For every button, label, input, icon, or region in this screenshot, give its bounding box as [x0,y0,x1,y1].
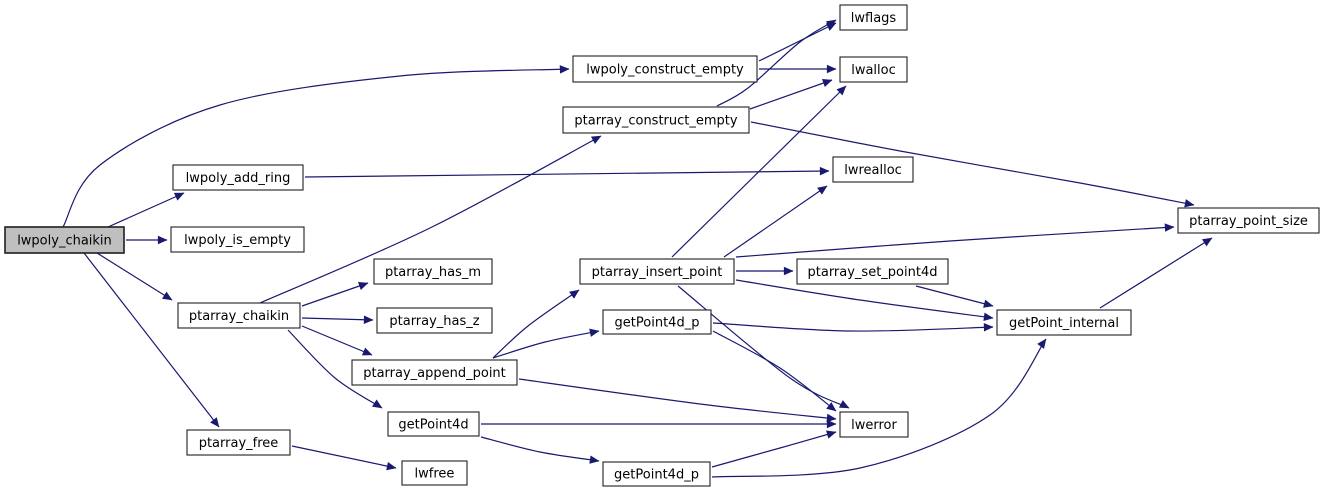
edge-ptarray_chaikin-to-ptarray_construct_empty [259,135,602,304]
node-label-getPoint4d_p_1: getPoint4d_p [615,316,700,331]
edge-getPoint_internal-to-ptarray_point_size [1099,237,1213,309]
node-lwalloc[interactable]: lwalloc [839,56,908,83]
node-label-ptarray_set_point4d: ptarray_set_point4d [808,265,938,280]
node-box-getPoint4d_p_2[interactable] [602,461,711,487]
node-box-ptarray_has_m[interactable] [373,258,493,285]
edge-ptarray_append_point-to-lwerror [518,378,837,423]
edge-ptarray_chaikin-to-ptarray_has_z [301,315,374,324]
edge-ptarray_chaikin-to-ptarray_append_point [301,325,373,356]
node-lwpoly_chaikin: lwpoly_chaikin [4,226,125,254]
edge-lwpoly_chaikin-to-lwpoly_construct_empty [62,65,570,228]
node-box-ptarray_insert_point[interactable] [579,258,735,285]
node-getPoint4d[interactable]: getPoint4d [387,411,480,437]
edge-lwpoly_chaikin-to-ptarray_chaikin [96,252,173,301]
node-box-lwrealloc[interactable] [832,156,914,183]
node-label-lwpoly_is_empty: lwpoly_is_empty [184,233,291,248]
node-label-getPoint4d_p_2: getPoint4d_p [614,468,699,483]
node-getPoint4d_p_1[interactable]: getPoint4d_p [602,309,712,335]
node-box-ptarray_construct_empty[interactable] [562,106,750,134]
node-label-ptarray_free: ptarray_free [199,436,279,451]
node-ptarray_has_z[interactable]: ptarray_has_z [376,307,493,334]
node-ptarray_insert_point[interactable]: ptarray_insert_point [579,258,735,285]
edge-ptarray_free-to-lwfree [291,445,397,471]
node-ptarray_append_point[interactable]: ptarray_append_point [351,359,518,386]
node-label-ptarray_has_m: ptarray_has_m [385,265,481,280]
node-lwpoly_add_ring[interactable]: lwpoly_add_ring [172,164,304,191]
edge-ptarray_construct_empty-to-ptarray_point_size [750,121,1195,208]
node-getPoint4d_p_2[interactable]: getPoint4d_p [602,461,711,487]
node-label-getPoint_internal: getPoint_internal [1009,316,1119,331]
edge-getPoint4d-to-getPoint4d_p_2 [480,436,600,464]
node-label-lwrealloc: lwrealloc [844,163,902,178]
node-label-lwpoly_construct_empty: lwpoly_construct_empty [586,63,744,78]
node-label-ptarray_point_size: ptarray_point_size [1189,214,1308,229]
node-box-lwpoly_chaikin [4,226,125,254]
node-label-getPoint4d: getPoint4d [398,418,468,433]
node-label-ptarray_append_point: ptarray_append_point [363,366,506,381]
edge-ptarray_append_point-to-getPoint4d_p_1 [492,328,600,359]
edge-lwpoly_chaikin-to-ptarray_free [83,252,220,428]
edge-ptarray_chaikin-to-getPoint4d [287,329,383,409]
edge-ptarray_insert_point-to-getPoint_internal [735,279,994,321]
node-label-lwalloc: lwalloc [851,63,896,78]
edge-ptarray_insert_point-to-lwrealloc [723,185,828,258]
node-box-lwpoly_is_empty[interactable] [170,226,305,253]
node-ptarray_free[interactable]: ptarray_free [186,429,291,456]
node-label-ptarray_chaikin: ptarray_chaikin [189,309,289,324]
edge-ptarray_append_point-to-ptarray_insert_point [492,289,580,359]
edge-getPoint4d_p_1-to-lwerror [712,330,837,412]
node-box-lwerror[interactable] [839,411,909,438]
node-box-lwpoly_construct_empty[interactable] [572,55,758,83]
node-label-lwpoly_add_ring: lwpoly_add_ring [186,171,291,186]
node-box-lwfree[interactable] [401,460,468,486]
node-lwerror[interactable]: lwerror [839,411,909,438]
node-label-lwflags: lwflags [851,11,897,26]
edge-ptarray_chaikin-to-ptarray_has_m [301,282,369,307]
node-box-ptarray_has_z[interactable] [376,307,493,334]
node-box-ptarray_set_point4d[interactable] [796,258,949,285]
node-label-lwerror: lwerror [851,418,897,433]
node-box-lwpoly_add_ring[interactable] [172,164,304,191]
node-box-ptarray_append_point[interactable] [351,359,518,386]
node-box-getPoint4d[interactable] [387,411,480,437]
node-label-lwfree: lwfree [415,467,455,482]
edge-getPoint4d_p_2-to-lwerror [711,430,837,468]
node-lwfree[interactable]: lwfree [401,460,468,486]
node-lwpoly_is_empty[interactable]: lwpoly_is_empty [170,226,305,253]
node-ptarray_point_size[interactable]: ptarray_point_size [1177,207,1320,234]
node-label-ptarray_construct_empty: ptarray_construct_empty [574,114,737,129]
edge-lwpoly_chaikin-to-lwpoly_add_ring [107,192,185,228]
edge-ptarray_insert_point-to-lwerror [677,285,850,409]
edge-lwpoly_add_ring-to-lwrealloc [304,166,830,178]
edge-ptarray_construct_empty-to-lwflags [716,19,837,107]
node-box-ptarray_chaikin[interactable] [177,302,301,329]
node-box-ptarray_free[interactable] [186,429,291,456]
edge-ptarray_construct_empty-to-lwalloc [749,79,833,110]
node-ptarray_set_point4d[interactable]: ptarray_set_point4d [796,258,949,285]
edge-getPoint4d_p_1-to-getPoint_internal [712,322,994,332]
node-getPoint_internal[interactable]: getPoint_internal [996,309,1132,336]
node-lwpoly_construct_empty[interactable]: lwpoly_construct_empty [572,55,758,83]
call-graph-nodes: lwpoly_chaikin lwpoly_add_ring lwpoly_is_e… [4,4,1320,487]
node-lwflags[interactable]: lwflags [839,4,908,31]
edge-ptarray_insert_point-to-lwalloc [671,85,847,258]
edge-lwpoly_construct_empty-to-lwflags [758,22,837,62]
node-label-ptarray_insert_point: ptarray_insert_point [592,265,723,280]
node-box-ptarray_point_size[interactable] [1177,207,1320,234]
edge-ptarray_insert_point-to-ptarray_point_size [735,223,1175,258]
node-ptarray_chaikin[interactable]: ptarray_chaikin [177,302,301,329]
edge-getPoint4d_p_2-to-getPoint_internal [711,338,1047,478]
node-label-lwpoly_chaikin: lwpoly_chaikin [17,234,112,249]
node-ptarray_has_m[interactable]: ptarray_has_m [373,258,493,285]
node-lwrealloc[interactable]: lwrealloc [832,156,914,183]
call-graph-edges [62,19,1213,478]
node-box-lwflags[interactable] [839,4,908,31]
edge-ptarray_set_point4d-to-getPoint_internal [915,285,994,308]
node-box-lwalloc[interactable] [839,56,908,83]
node-box-getPoint_internal[interactable] [996,309,1132,336]
node-ptarray_construct_empty[interactable]: ptarray_construct_empty [562,106,750,134]
node-label-ptarray_has_z: ptarray_has_z [389,314,479,329]
node-box-getPoint4d_p_1[interactable] [602,309,712,335]
